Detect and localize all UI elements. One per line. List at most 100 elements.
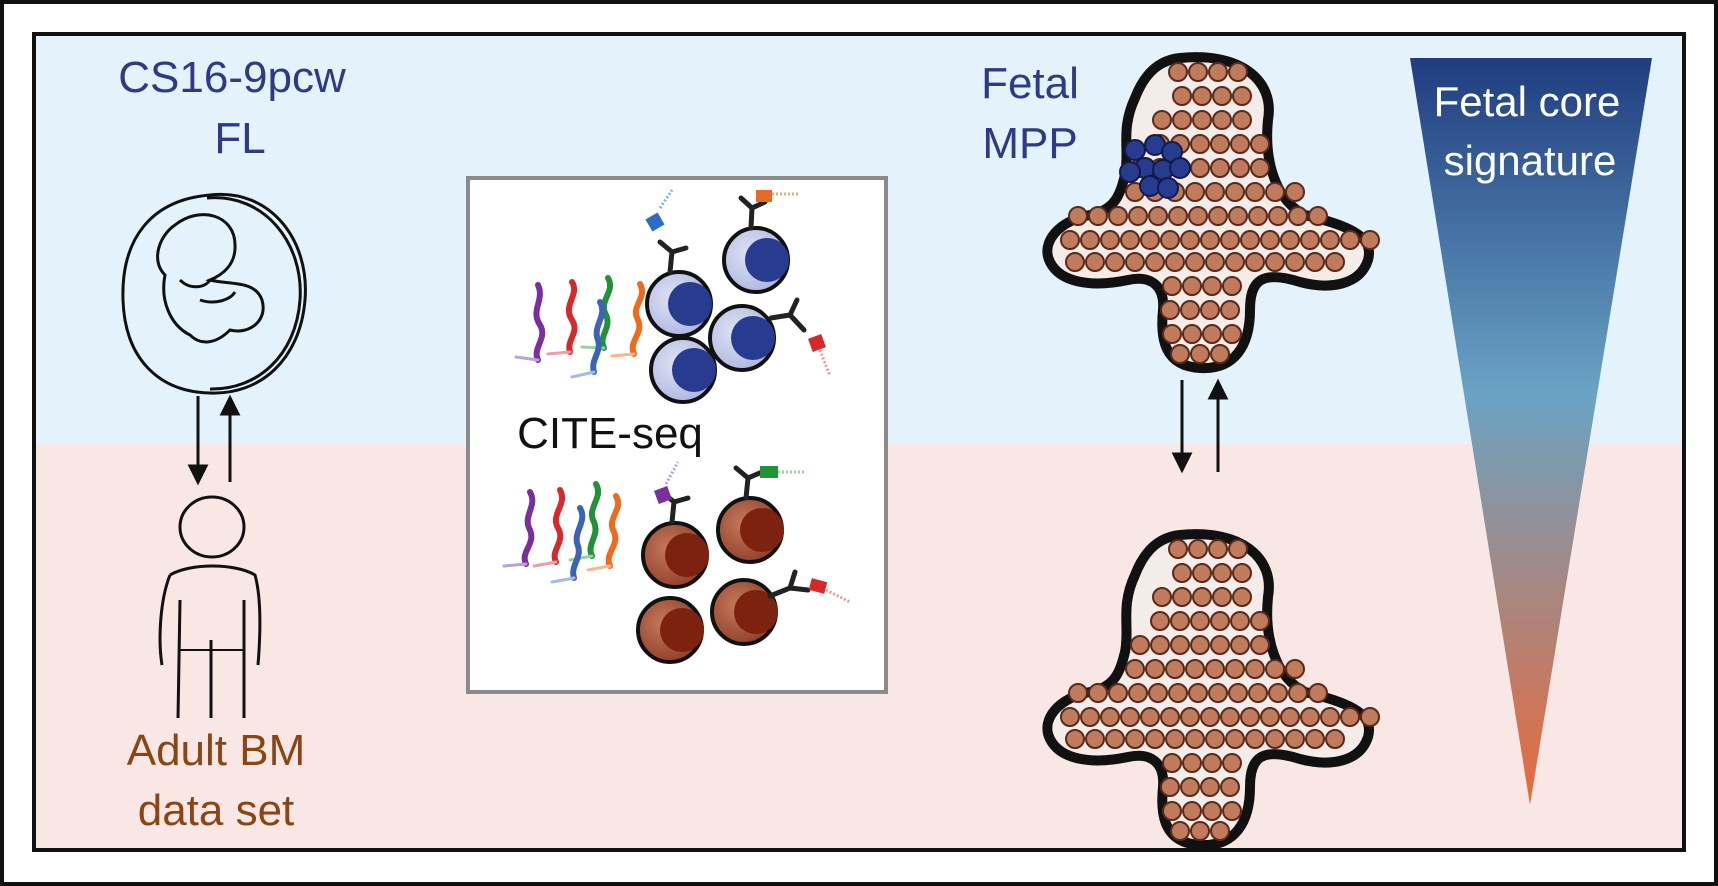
bm-cell	[1222, 324, 1242, 344]
bm-cell	[1245, 729, 1265, 749]
bm-cell	[1230, 611, 1250, 631]
bm-cell	[1222, 801, 1242, 821]
bm-cell	[1245, 182, 1265, 202]
bm-cell	[1208, 683, 1228, 703]
bm-cell	[1220, 777, 1240, 797]
bm-cell	[1305, 729, 1325, 749]
antibody-icon	[659, 465, 811, 599]
bm-cell	[1280, 230, 1300, 250]
bm-cell	[1208, 206, 1228, 226]
bm-cell	[1212, 86, 1232, 106]
bm-cell	[1305, 252, 1325, 272]
bm-cell	[1190, 158, 1210, 178]
bm-cell	[1285, 659, 1305, 679]
bm-cell	[1125, 659, 1145, 679]
bm-cell	[1212, 587, 1232, 607]
bm-cell	[1128, 206, 1148, 226]
bm-cell	[1140, 230, 1160, 250]
bm-cell	[1170, 635, 1190, 655]
bm-cell	[1088, 206, 1108, 226]
bm-cell	[1148, 206, 1168, 226]
bm-cell	[1268, 683, 1288, 703]
bm-cell	[1340, 707, 1360, 727]
bm-cell	[1160, 230, 1180, 250]
bm-cell	[1228, 683, 1248, 703]
bm-cell	[1168, 683, 1188, 703]
bm-cell	[1208, 539, 1228, 559]
bm-cell	[1202, 276, 1222, 296]
bm-cell	[1160, 300, 1180, 320]
bm-cell	[1065, 729, 1085, 749]
bm-cell	[1245, 659, 1265, 679]
bm-cell	[1150, 635, 1170, 655]
bm-cell	[1212, 563, 1232, 583]
bm-cell	[1205, 729, 1225, 749]
bm-cell	[1068, 206, 1088, 226]
bm-cell	[1190, 611, 1210, 631]
bm-cell	[1188, 539, 1208, 559]
bm-cell	[1165, 729, 1185, 749]
bm-cell	[1202, 324, 1222, 344]
bm-cell	[1232, 110, 1252, 130]
bm-cell	[1268, 206, 1288, 226]
bm-cell	[1220, 707, 1240, 727]
bm-cell	[1228, 62, 1248, 82]
bm-cell-cluster-top	[1060, 62, 1380, 364]
bm-cell	[1170, 821, 1190, 841]
bm-cell	[1200, 230, 1220, 250]
fetal-mpp-cell	[1139, 175, 1161, 197]
bm-cell	[1068, 683, 1088, 703]
adult-source-label: Adult BM	[127, 726, 306, 775]
bm-cell	[1280, 707, 1300, 727]
bm-cell	[1080, 230, 1100, 250]
bm-cell	[1248, 683, 1268, 703]
bm-cell	[1165, 659, 1185, 679]
bm-cell	[1060, 230, 1080, 250]
bm-cell	[1192, 86, 1212, 106]
bm-cell	[1288, 206, 1308, 226]
adult-person-icon	[158, 495, 262, 719]
bm-cell	[1360, 707, 1380, 727]
bm-cell	[1250, 611, 1270, 631]
bm-cell	[1172, 587, 1192, 607]
bm-cell	[1145, 252, 1165, 272]
bm-cell	[1168, 206, 1188, 226]
bm-cell	[1162, 801, 1182, 821]
bm-cell	[1265, 659, 1285, 679]
bm-cell	[1100, 230, 1120, 250]
bm-cell	[1085, 252, 1105, 272]
bm-cell	[1265, 729, 1285, 749]
bm-cell	[1220, 230, 1240, 250]
fetus-icon	[121, 192, 307, 395]
bm-cell	[1125, 252, 1145, 272]
bm-cell	[1085, 729, 1105, 749]
bm-cell	[1192, 110, 1212, 130]
bm-cell	[1152, 587, 1172, 607]
bm-cell	[1240, 707, 1260, 727]
bm-cell	[1225, 729, 1245, 749]
bm-cell	[1162, 753, 1182, 773]
bm-cell	[1185, 659, 1205, 679]
bm-cell	[1245, 252, 1265, 272]
fetal-source-label: CS16-9pcw	[118, 53, 346, 102]
bm-cell	[1210, 158, 1230, 178]
bm-cell	[1265, 252, 1285, 272]
bm-cell	[1250, 134, 1270, 154]
bm-cell	[1188, 683, 1208, 703]
bm-cell	[1228, 206, 1248, 226]
bm-cell	[1210, 134, 1230, 154]
bm-cell	[1232, 587, 1252, 607]
bm-cell	[1172, 86, 1192, 106]
bm-cell	[1192, 563, 1212, 583]
bm-cell	[1308, 683, 1328, 703]
bm-cell	[1230, 134, 1250, 154]
bm-cell	[1162, 324, 1182, 344]
bm-cell	[1202, 753, 1222, 773]
bm-cell	[1125, 729, 1145, 749]
bm-cell	[1190, 635, 1210, 655]
fetal-mpp-cell	[1169, 157, 1191, 179]
bm-cell	[1230, 158, 1250, 178]
bm-cell	[1120, 707, 1140, 727]
bm-cell	[1182, 801, 1202, 821]
